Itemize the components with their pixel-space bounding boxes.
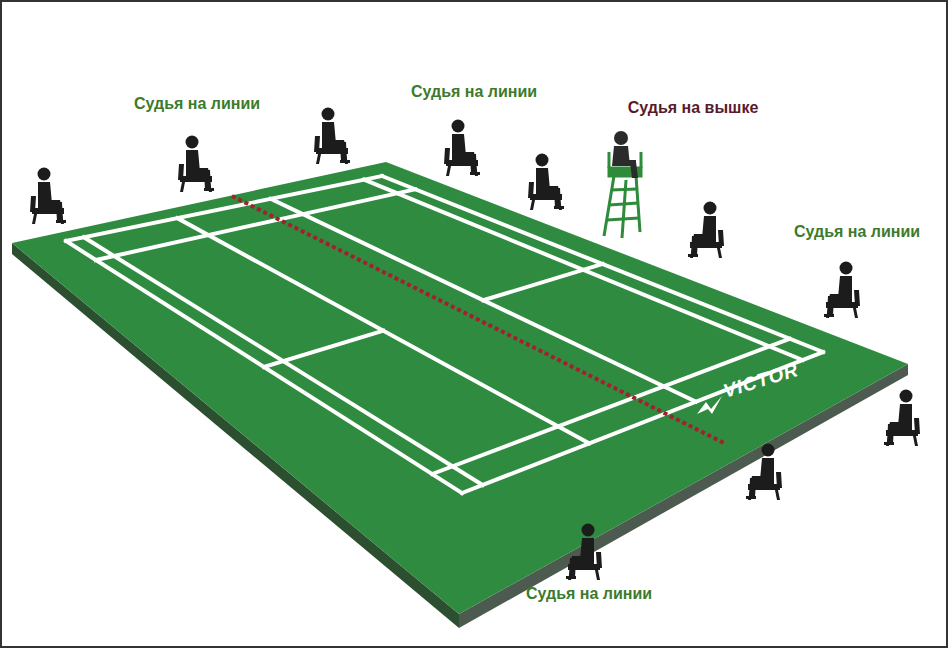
logo-mark [697, 396, 722, 414]
umpire-chair [604, 152, 641, 238]
line-judge [444, 120, 480, 177]
line-judge [688, 202, 724, 259]
court-lines [66, 176, 823, 493]
judge-label: Судья на линии [794, 223, 920, 241]
line-judge [314, 108, 350, 165]
court-line [462, 352, 823, 493]
court-surface [12, 162, 908, 614]
line-judge [30, 168, 66, 225]
court-line [96, 189, 415, 260]
umpire-figure [612, 131, 638, 178]
court-line [382, 176, 823, 352]
line-judge [884, 390, 920, 447]
net-line [232, 196, 724, 443]
judge-label: Судья на линии [526, 585, 652, 603]
line-judge [566, 524, 602, 581]
line-judge [824, 262, 860, 319]
judge-label: Судья на линии [411, 83, 537, 101]
court-line [264, 331, 383, 367]
judge-label: Судья на вышке [628, 99, 759, 117]
court-line [483, 264, 602, 300]
court-line [66, 241, 462, 493]
line-judge [746, 444, 782, 501]
line-judge [178, 136, 214, 193]
court-line [432, 339, 790, 474]
judge-label: Судья на линии [134, 95, 260, 113]
line-judge [528, 154, 564, 211]
judges [30, 108, 920, 581]
court-line [364, 180, 802, 360]
